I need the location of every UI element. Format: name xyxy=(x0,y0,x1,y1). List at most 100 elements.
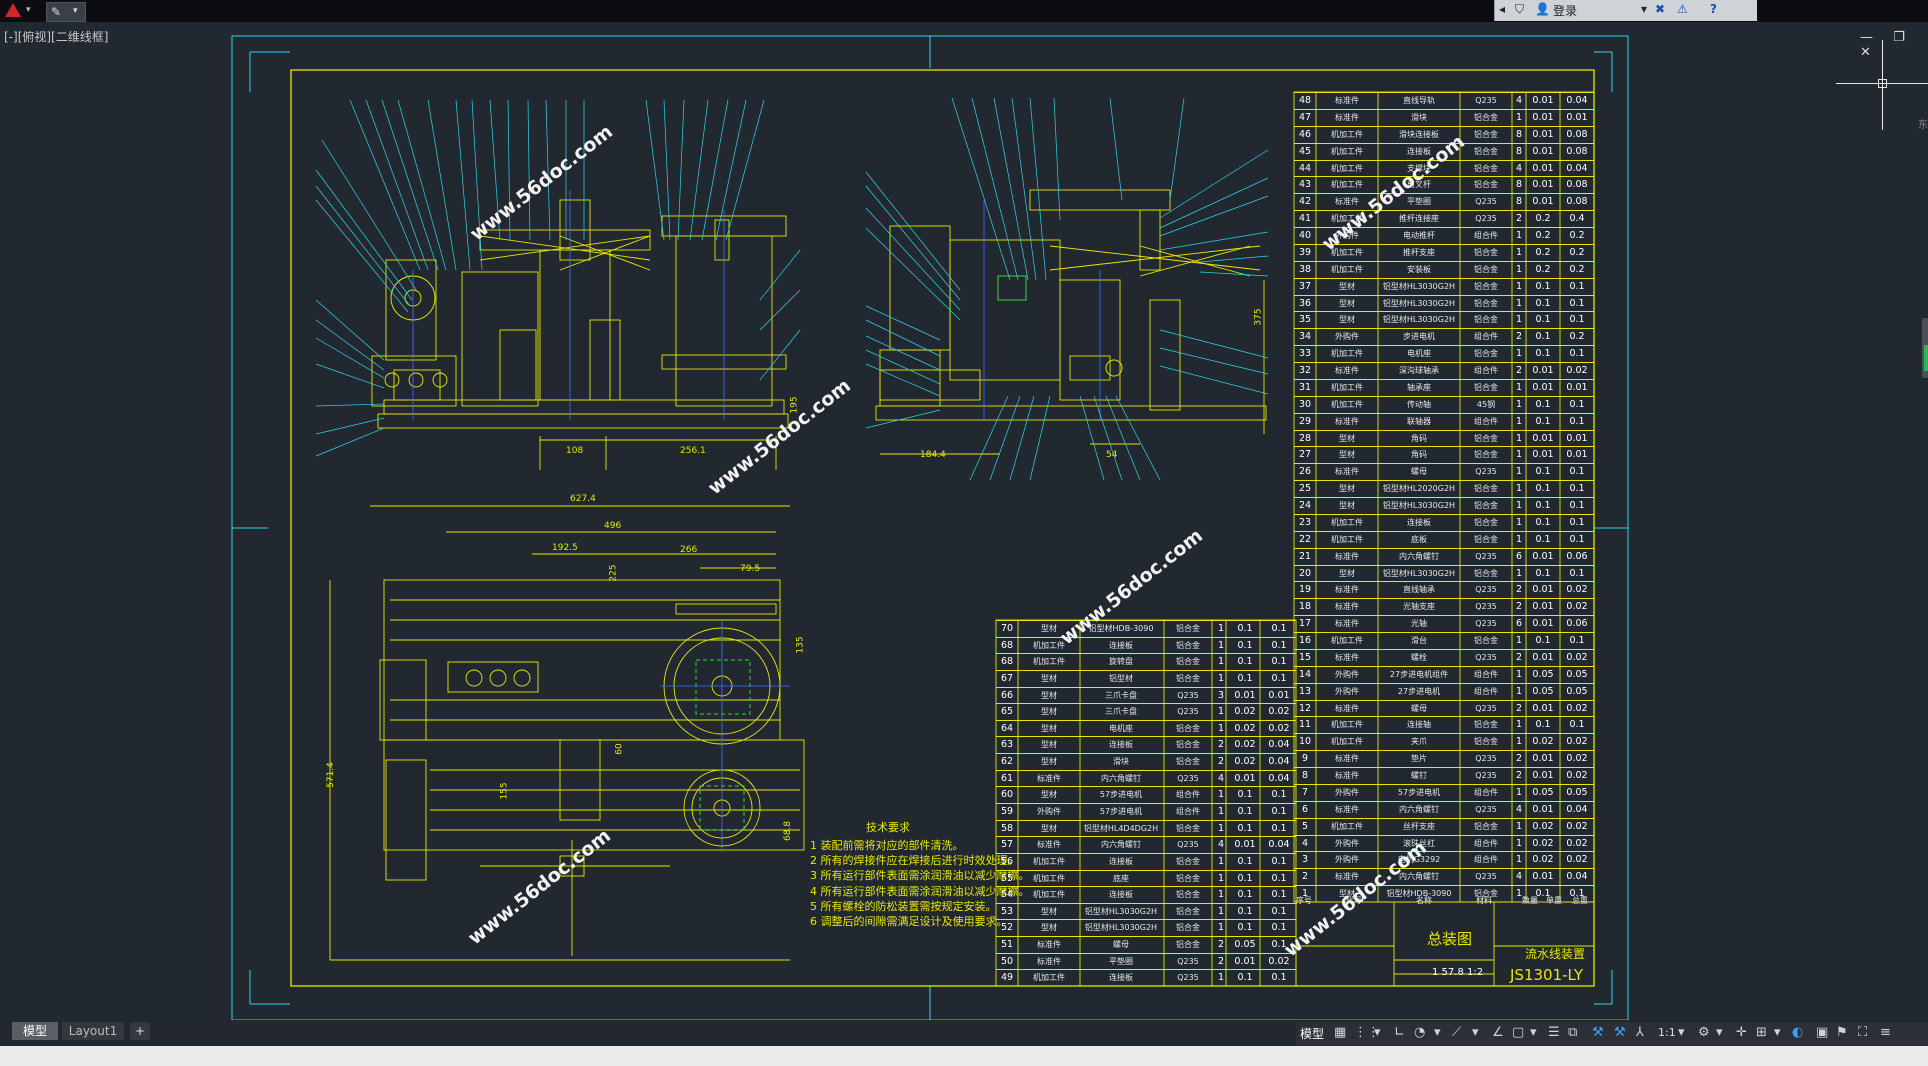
chevron-down-icon[interactable]: ▾ xyxy=(1678,1025,1685,1040)
table-cell-mat: Q235 xyxy=(1475,652,1497,662)
table-cell-w: 0.1 xyxy=(1535,719,1551,731)
table-cell-no: 43 xyxy=(1298,179,1312,191)
lineweight-icon[interactable]: ☰ xyxy=(1548,1025,1560,1040)
table-cell-spec: 电机座 xyxy=(1109,723,1133,733)
table-cell-name: 外购件 xyxy=(1335,838,1359,848)
units-icon[interactable]: ⊞ xyxy=(1756,1025,1767,1040)
table-cell-mat: 铝合金 xyxy=(1474,180,1498,190)
table-cell-t: 0.01 xyxy=(1268,689,1290,701)
table-cell-w: 0.02 xyxy=(1234,722,1256,734)
table-cell-no: 44 xyxy=(1298,162,1312,174)
viewcube-east-label[interactable]: 东 xyxy=(1918,120,1928,131)
login-dropdown-icon[interactable]: ▾ xyxy=(1641,2,1648,16)
chevron-down-icon[interactable]: ▾ xyxy=(1374,1025,1381,1040)
table-cell-name: 标准件 xyxy=(1335,652,1359,662)
exchange-apps-icon[interactable]: ✖ xyxy=(1655,2,1666,16)
table-cell-no: 42 xyxy=(1298,196,1312,208)
object-snap-tracking-icon[interactable]: ∠ xyxy=(1492,1025,1504,1040)
drawing-window-controls[interactable]: — ❐ ✕ xyxy=(1860,30,1913,60)
add-layout-button[interactable]: + xyxy=(130,1022,150,1040)
viewport-controls-label[interactable]: [-][俯视][二维线框] xyxy=(4,30,109,44)
quick-access-toolbar[interactable]: ✎ ▾ xyxy=(46,2,86,22)
table-row-divider xyxy=(1294,716,1594,718)
tab-model[interactable]: 模型 xyxy=(12,1022,58,1040)
table-cell-w: 0.1 xyxy=(1237,889,1253,901)
table-cell-name: 标准件 xyxy=(1037,840,1061,850)
table-cell-name: 机加工件 xyxy=(1331,129,1363,139)
table-header-cell: 总重 xyxy=(1572,896,1588,905)
table-cell-name: 型材 xyxy=(1339,281,1355,291)
table-cell-no: 9 xyxy=(1301,753,1309,765)
grid-icon[interactable]: ▦ xyxy=(1334,1025,1347,1040)
table-row-divider xyxy=(996,669,1296,671)
application-menu-button[interactable]: ▾ xyxy=(2,1,40,21)
cursor-pickbox xyxy=(1878,79,1887,88)
table-cell-qty: 2 xyxy=(1217,739,1225,751)
chevron-down-icon[interactable]: ▾ xyxy=(1774,1025,1781,1040)
table-cell-t: 0.02 xyxy=(1268,706,1290,718)
tab-layout1[interactable]: Layout1 xyxy=(62,1022,124,1040)
annotation-visibility-icon[interactable]: ⚒ xyxy=(1592,1025,1604,1040)
table-cell-qty: 1 xyxy=(1515,314,1523,326)
table-cell-name: 标准件 xyxy=(1335,551,1359,561)
ortho-icon[interactable]: ∟ xyxy=(1394,1025,1405,1040)
fullscreen-icon[interactable]: ⛶ xyxy=(1858,1025,1868,1040)
table-cell-mat: Q235 xyxy=(1177,973,1199,983)
table-cell-t: 0.01 xyxy=(1566,381,1588,393)
table-cell-no: 1 xyxy=(1301,888,1309,900)
table-cell-no: 60 xyxy=(1000,789,1014,801)
navigation-bar-indicator[interactable] xyxy=(1924,345,1928,371)
table-cell-qty: 2 xyxy=(1217,955,1225,967)
dim-length-184: 184.4 xyxy=(920,450,946,460)
table-row-divider xyxy=(1294,362,1594,363)
login-button[interactable]: 登录 xyxy=(1553,4,1578,18)
transparency-icon[interactable]: ⧉ xyxy=(1568,1025,1578,1040)
annotation-scale-icon[interactable]: ⅄ xyxy=(1636,1025,1644,1040)
chevron-down-icon[interactable]: ▾ xyxy=(1472,1025,1479,1040)
dim-length-225: 225 xyxy=(608,564,619,582)
table-cell-t: 0.05 xyxy=(1566,668,1588,680)
chevron-down-icon[interactable]: ▾ xyxy=(1716,1025,1723,1040)
table-header-cell: 代号 xyxy=(1346,896,1362,905)
isolate-objects-icon[interactable]: ◐ xyxy=(1792,1025,1804,1040)
polar-tracking-icon[interactable]: ◔ xyxy=(1414,1025,1426,1040)
table-cell-spec: 连接板 xyxy=(1109,640,1133,650)
customization-icon[interactable]: ≡ xyxy=(1880,1025,1891,1040)
table-cell-no: 55 xyxy=(1000,872,1014,884)
workspace-gear-icon[interactable]: ⚙ xyxy=(1698,1025,1710,1040)
table-cell-name: 型材 xyxy=(1041,906,1057,916)
table-cell-name: 标准件 xyxy=(1335,197,1359,207)
scroll-left-icon[interactable]: ◂ xyxy=(1499,2,1506,16)
table-cell-mat: 铝合金 xyxy=(1176,740,1200,750)
table-cell-w: 0.01 xyxy=(1532,584,1554,596)
dim-length-135: 135 xyxy=(795,636,806,654)
table-cell-t: 0.04 xyxy=(1268,839,1290,851)
table-row-divider xyxy=(996,952,1296,954)
object-snap-icon[interactable]: ▢ xyxy=(1512,1025,1525,1040)
drawing-canvas[interactable] xyxy=(0,22,1928,1022)
search-icon[interactable]: ⛉ xyxy=(1515,2,1525,16)
table-cell-qty: 1 xyxy=(1217,706,1225,718)
annotation-scale-value[interactable]: 1:1 xyxy=(1658,1026,1676,1039)
plus-icon[interactable]: ✛ xyxy=(1736,1025,1747,1040)
hardware-acceleration-icon[interactable]: ▣ xyxy=(1816,1025,1829,1040)
table-cell-spec: 滑块连接板 xyxy=(1399,129,1439,139)
chevron-down-icon[interactable]: ▾ xyxy=(1530,1025,1537,1040)
table-header-cell: 单重 xyxy=(1546,896,1562,905)
auto-scale-icon[interactable]: ⚒ xyxy=(1614,1025,1626,1040)
help-icon[interactable]: ? xyxy=(1710,2,1717,16)
chevron-down-icon[interactable]: ▾ xyxy=(1434,1025,1441,1040)
table-cell-name: 型材 xyxy=(1339,450,1355,460)
model-space-button[interactable]: 模型 xyxy=(1300,1027,1325,1041)
table-cell-t: 0.02 xyxy=(1566,736,1588,748)
a360-icon[interactable]: ⚠ xyxy=(1677,2,1688,16)
table-cell-no: 27 xyxy=(1298,449,1312,461)
table-cell-name: 型材 xyxy=(1339,315,1355,325)
table-cell-no: 63 xyxy=(1000,739,1014,751)
snap-icon[interactable]: ⋮⋮ xyxy=(1354,1025,1380,1040)
clean-screen-icon[interactable]: ⚑ xyxy=(1836,1025,1848,1040)
table-row-divider xyxy=(1294,682,1594,684)
isodraft-icon[interactable]: ⟋ xyxy=(1452,1025,1462,1040)
table-cell-t: 0.02 xyxy=(1566,584,1588,596)
